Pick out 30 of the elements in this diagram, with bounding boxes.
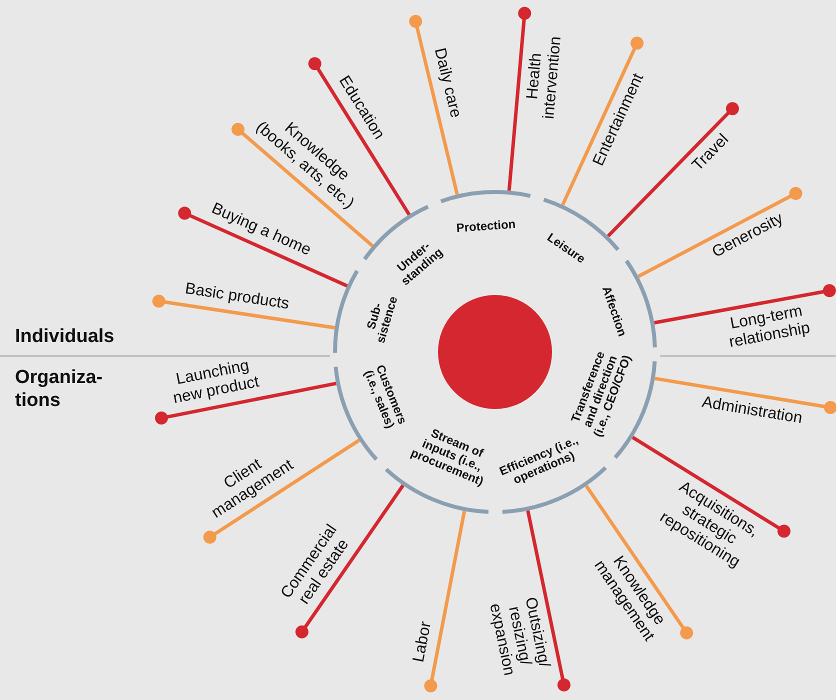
spoke-line [409, 14, 459, 195]
spoke-line [526, 510, 570, 692]
spoke-label: Daily care [425, 27, 468, 138]
spoke-line [632, 436, 790, 538]
segment-label: Sub- sistence [360, 286, 402, 351]
spoke-line [584, 484, 694, 640]
spoke-label: Labor [408, 610, 438, 673]
spoke-line [637, 186, 802, 278]
spoke-line [232, 122, 374, 248]
spoke-label: Long-term relationship [710, 300, 826, 355]
segment-label: Protection [440, 217, 532, 236]
spoke-label: Health intervention [522, 26, 566, 129]
spoke-line [606, 102, 739, 238]
spoke-line [507, 6, 532, 191]
spoke-label: Administration [686, 391, 818, 430]
spoke-label: Launching new product [164, 355, 266, 409]
spoke-line [152, 294, 336, 330]
spoke-line [561, 36, 644, 206]
spoke-label: Basic products [172, 278, 303, 316]
group-label: Organiza- tions [15, 366, 104, 412]
spoke-line [424, 510, 466, 692]
spoke-line [654, 284, 836, 324]
spoke-line [178, 206, 348, 288]
spoke-label: Outsizing/ resizing/ expansion [484, 586, 555, 686]
spoke-line [295, 484, 404, 638]
spoke-line [203, 438, 360, 544]
spoke-line [308, 57, 411, 216]
spoke-line [654, 376, 836, 414]
spoke-line [155, 382, 336, 425]
group-label: Individuals [15, 325, 115, 348]
